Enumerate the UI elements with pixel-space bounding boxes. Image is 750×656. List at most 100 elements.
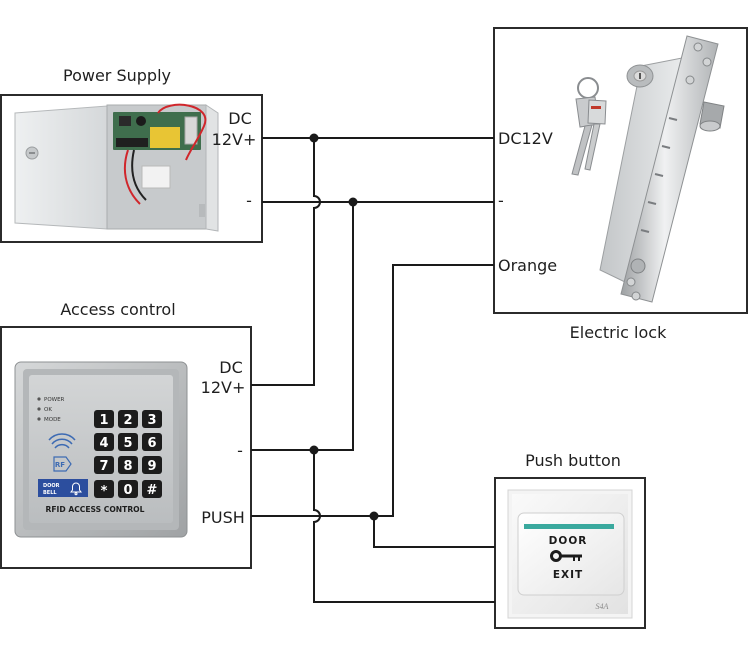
svg-text:*: * xyxy=(101,484,108,499)
junction-dot xyxy=(348,197,358,207)
enclosure-side-wall xyxy=(205,104,219,232)
exit-accent-bar xyxy=(524,524,614,529)
key-blade xyxy=(584,123,601,171)
heatsink xyxy=(184,116,198,145)
svg-text:9: 9 xyxy=(147,459,156,474)
power-indicator-label: POWER xyxy=(44,397,65,403)
transformer-block xyxy=(141,165,171,189)
key-9: 9 xyxy=(142,456,162,474)
ok-indicator-label: OK xyxy=(44,407,52,413)
power-supply-title: Power Supply xyxy=(63,66,171,85)
key-blade xyxy=(571,124,593,176)
key-4: 4 xyxy=(94,433,114,451)
mode-indicator-label: MODE xyxy=(44,417,61,423)
lock-faceplate xyxy=(620,35,719,303)
faceplate-screw xyxy=(693,42,703,52)
key-3: 3 xyxy=(142,410,162,428)
power-supply-dc-label: DC xyxy=(228,109,252,128)
ok-led-icon xyxy=(37,407,41,411)
svg-text:2: 2 xyxy=(123,413,132,428)
black-wire xyxy=(131,149,147,201)
access-control-negative-label: - xyxy=(237,441,243,460)
key-0: 0 xyxy=(118,480,138,498)
rf-tag-icon xyxy=(53,456,72,472)
faceplate-screw xyxy=(631,291,641,301)
wiring xyxy=(251,133,495,603)
lock-roller xyxy=(630,258,646,274)
junction-dot xyxy=(309,133,319,143)
power-supply-image xyxy=(14,103,219,232)
wire-negative-to-access-control xyxy=(251,202,354,451)
enclosure-bracket xyxy=(199,204,205,217)
svg-text:6: 6 xyxy=(147,436,156,451)
mode-led-icon xyxy=(37,417,41,421)
key-2: 2 xyxy=(118,410,138,428)
access-control-keypad-image: POWER OK MODE RF DOOR BELL 1 2 3 4 5 6 7… xyxy=(14,361,188,538)
power-supply-positive-label: 12V+ xyxy=(212,130,257,149)
key-1: 1 xyxy=(94,410,114,428)
doorbell-label-line1: DOOR xyxy=(43,483,60,489)
key-hash: # xyxy=(142,480,162,498)
svg-text:4: 4 xyxy=(99,436,108,451)
svg-text:#: # xyxy=(147,483,158,498)
key-icon xyxy=(550,550,582,562)
rf-label: RF xyxy=(55,461,65,469)
svg-text:7: 7 xyxy=(99,459,108,474)
wire-push-to-lock-orange xyxy=(251,264,494,517)
power-supply-frame xyxy=(0,94,263,243)
power-supply-negative-label: - xyxy=(246,191,252,210)
faceplate-screw xyxy=(626,277,636,287)
exit-button-face xyxy=(517,512,625,596)
svg-text:8: 8 xyxy=(123,459,132,474)
exit-button-model: S4A xyxy=(596,602,609,611)
lock-latch-end xyxy=(699,120,721,132)
rf-wave-icon xyxy=(48,433,76,449)
access-control-push-label: PUSH xyxy=(201,508,245,527)
exit-button-bottom-text: EXIT xyxy=(553,569,583,581)
svg-text:1: 1 xyxy=(99,413,108,428)
access-control-positive-label: 12V+ xyxy=(201,378,246,397)
junction-dot xyxy=(369,511,379,521)
faceplate-screw xyxy=(702,57,712,67)
board-label xyxy=(150,127,180,148)
svg-text:0: 0 xyxy=(123,483,132,498)
red-wire-top xyxy=(157,103,207,161)
power-supply-door xyxy=(14,105,108,230)
power-led-icon xyxy=(37,397,41,401)
push-button-title: Push button xyxy=(525,451,621,470)
door-lock-slot xyxy=(29,152,35,154)
key-6: 6 xyxy=(142,433,162,451)
capacitor-round xyxy=(136,116,146,126)
exit-button-image: DOOR EXIT S4A xyxy=(507,489,633,619)
faceplate-slots xyxy=(640,117,678,233)
terminal-block xyxy=(116,138,148,147)
wire-negative-to-push-button xyxy=(313,450,495,603)
red-wire-bottom xyxy=(123,149,141,205)
electric-lock-image xyxy=(571,35,725,303)
electric-lock-title: Electric lock xyxy=(570,323,667,342)
key-7: 7 xyxy=(94,456,114,474)
svg-text:5: 5 xyxy=(123,436,132,451)
access-control-frame xyxy=(0,326,252,569)
keypad-panel-text: RFID ACCESS CONTROL xyxy=(46,505,145,514)
keypad-keys: 1 2 3 4 5 6 7 8 9 * 0 # xyxy=(94,410,162,499)
wire-push-to-push-button xyxy=(373,516,495,548)
lock-signal-label: Orange xyxy=(498,256,557,275)
capacitor xyxy=(119,116,131,126)
push-button-frame xyxy=(494,477,646,629)
keyring xyxy=(577,77,599,99)
doorbell-label-line2: BELL xyxy=(43,490,57,496)
key-star: * xyxy=(94,480,114,499)
lock-positive-label: DC12V xyxy=(498,129,553,148)
faceplate-screw xyxy=(685,75,695,85)
key-5: 5 xyxy=(118,433,138,451)
access-control-title: Access control xyxy=(60,300,175,319)
key-marking xyxy=(591,106,601,109)
lock-negative-label: - xyxy=(498,191,504,210)
svg-text:3: 3 xyxy=(147,413,156,428)
exit-button-top-text: DOOR xyxy=(549,535,588,547)
bell-icon xyxy=(70,482,82,496)
junction-dot xyxy=(309,445,319,455)
key-8: 8 xyxy=(118,456,138,474)
